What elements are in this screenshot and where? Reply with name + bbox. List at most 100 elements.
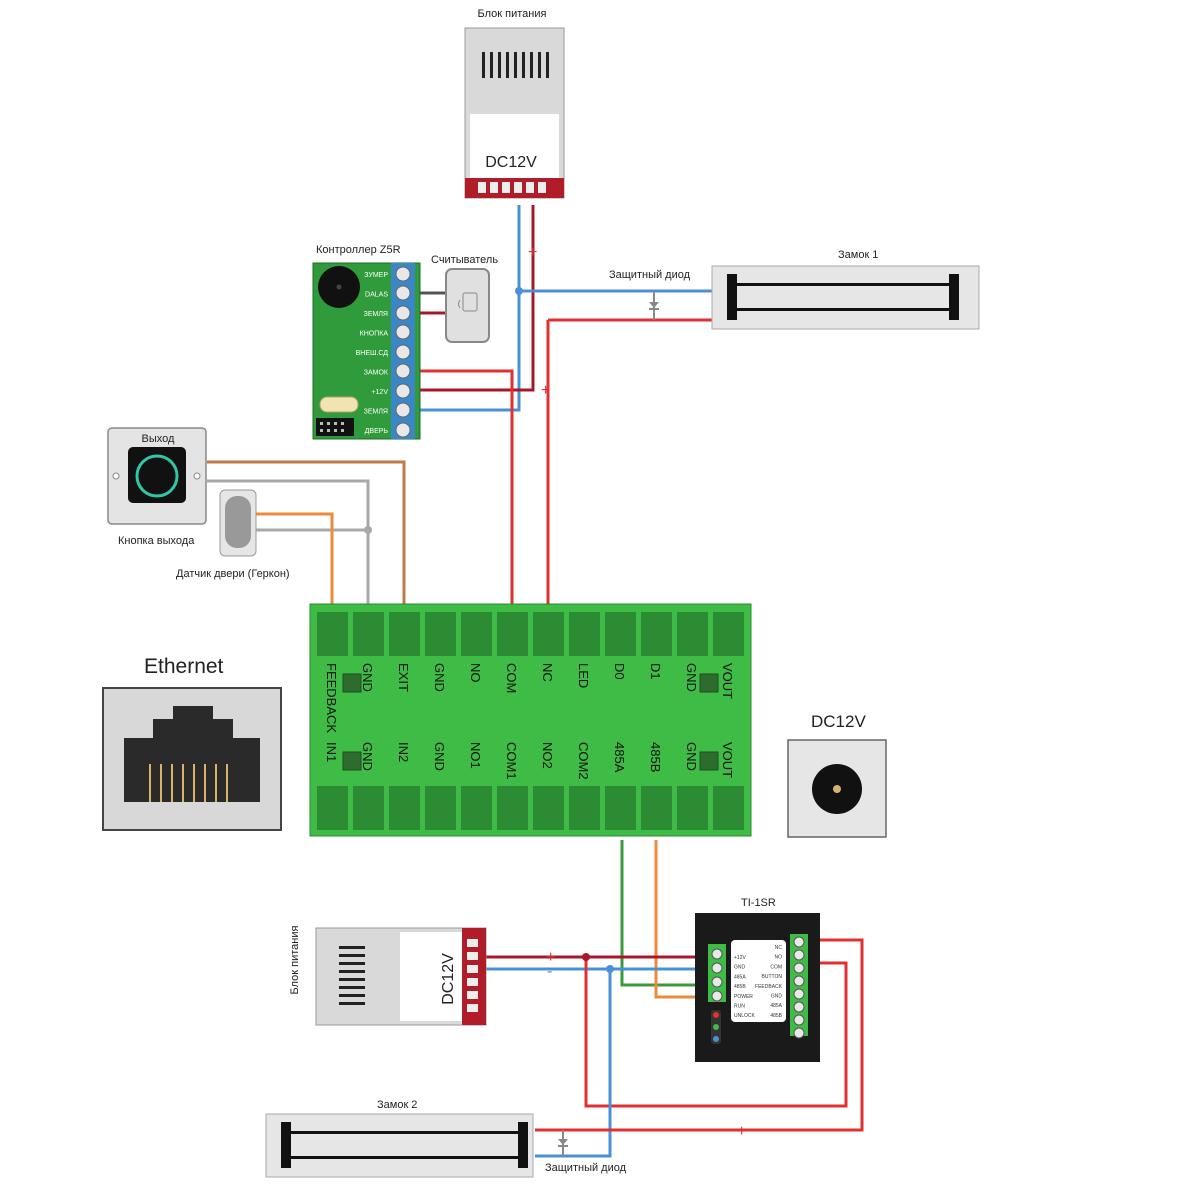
- main-board: FEEDBACKIN1GNDGNDEXITIN2GNDGNDNONO1COMCO…: [309, 603, 752, 837]
- ethernet-title: Ethernet: [144, 655, 224, 678]
- controller-terminal-label: ЗЕМЛЯ: [364, 311, 388, 318]
- psu-bottom-voltage: DC12V: [440, 953, 457, 1005]
- terminal-block-top: [389, 612, 420, 656]
- polarity-marks: + - + + - + -: [528, 244, 746, 1165]
- board-terminal-blocks: [317, 612, 744, 830]
- wires: [207, 205, 864, 1158]
- ti-1sr-module: TI-1SR +12VGND485A485BPOWERRUNUNLOCKNCNO…: [695, 897, 820, 1062]
- ti-right-label: FEEDBACK: [755, 984, 783, 990]
- terminal-block-bottom: [677, 786, 708, 830]
- terminal-block-top: [569, 612, 600, 656]
- psu-bottom-title: Блок питания: [289, 925, 301, 994]
- ti-right-label: BUTTON: [762, 974, 783, 980]
- board-bottom-label: GND: [360, 742, 375, 771]
- dc-jack-title: DC12V: [811, 712, 866, 731]
- controller-terminal-label: КНОПКА: [360, 331, 389, 338]
- board-top-label: EXIT: [396, 663, 411, 692]
- controller-terminal-label: ЗЕМЛЯ: [364, 409, 388, 416]
- exit-button-title: Кнопка выхода: [118, 535, 195, 547]
- reader-icon: [462, 292, 478, 312]
- ti-right-label: NC: [775, 945, 783, 951]
- board-bottom-label: IN2: [396, 742, 411, 762]
- wire-ti-lock2: [535, 938, 864, 1132]
- controller-terminal-label: ЗУМЕР: [364, 272, 388, 279]
- junction-dot: [582, 953, 590, 961]
- terminal-screws: [395, 266, 411, 438]
- controller-terminal-label: +12V: [371, 389, 388, 396]
- terminal-block-top: [605, 612, 636, 656]
- board-top-label: D1: [648, 663, 663, 680]
- exit-button-ring: [135, 454, 179, 498]
- ti-left-label: 485A: [734, 974, 746, 980]
- terminal-block-top: [641, 612, 672, 656]
- reader-title: Считыватель: [431, 254, 498, 266]
- ti-left-label: RUN: [734, 1004, 745, 1010]
- terminal-block-bottom: [317, 786, 348, 830]
- wire-controller-lock: [420, 369, 514, 604]
- ti-left-label: UNLOCK: [734, 1013, 756, 1019]
- crystal: [319, 396, 359, 413]
- controller-z5r: Контроллер Z5R ЗУМЕРDALASЗЕМЛЯКНОПКАВНЕШ…: [312, 244, 421, 440]
- led-red: [713, 1012, 719, 1018]
- minus-mark: -: [609, 283, 614, 300]
- pin-header: [316, 418, 354, 436]
- ti-left-label: POWER: [734, 994, 753, 1000]
- board-bottom-label: 485A: [612, 742, 627, 773]
- board-bottom-label: COM1: [504, 742, 519, 780]
- ti-left-label: GND: [734, 965, 746, 971]
- ti-right-label: 485B: [770, 1013, 782, 1019]
- terminal-block-bottom: [497, 786, 528, 830]
- diode-top: Защитный диод: [609, 269, 691, 320]
- board-top-label: D0: [612, 663, 627, 680]
- minus-mark: -: [577, 1148, 582, 1165]
- board-top-label: FEEDBACK: [324, 663, 339, 733]
- terminal-block-bottom: [425, 786, 456, 830]
- terminal-block-bottom: [533, 786, 564, 830]
- plus-mark: +: [541, 382, 550, 399]
- wire-exit-brown: [207, 460, 406, 604]
- lock-1: Замок 1: [711, 249, 980, 330]
- board-top-label: GND: [432, 663, 447, 692]
- terminal-block-top: [425, 612, 456, 656]
- board-bottom-label: IN1: [324, 742, 339, 762]
- diode-top-label: Защитный диод: [609, 269, 691, 281]
- led-green: [713, 1024, 719, 1030]
- wire-exit-gray: [207, 479, 370, 604]
- board-bottom-label: 485B: [648, 742, 663, 772]
- lock2-title: Замок 2: [377, 1099, 417, 1111]
- board-leds: [342, 673, 719, 771]
- ti-left-label: 485B: [734, 984, 746, 990]
- terminal-block-top: [533, 612, 564, 656]
- plus-mark: +: [528, 244, 537, 261]
- exit-button: Выход Кнопка выхода: [107, 427, 207, 547]
- ti-labels: +12VGND485A485BPOWERRUNUNLOCKNCNOCOMBUTT…: [734, 945, 783, 1019]
- dc-jack: DC12V: [787, 712, 887, 838]
- plus-mark: +: [546, 949, 555, 966]
- terminal-block-top: [461, 612, 492, 656]
- ti-right-label: 485A: [770, 1003, 782, 1009]
- terminal-block-top: [317, 612, 348, 656]
- terminal-block-bottom: [569, 786, 600, 830]
- board-top-label: LED: [576, 663, 591, 688]
- board-labels: FEEDBACKIN1GNDGNDEXITIN2GNDGNDNONO1COMCO…: [324, 663, 735, 780]
- psu-top-vents: [482, 52, 549, 78]
- controller-terminal-label: ДВЕРЬ: [365, 428, 389, 435]
- board-top-label: NC: [540, 663, 555, 682]
- door-sensor: Датчик двери (Геркон): [176, 489, 290, 580]
- terminal-block-top: [497, 612, 528, 656]
- board-bottom-label: VOUT: [720, 742, 735, 778]
- led-blue: [713, 1036, 719, 1042]
- exit-panel-caption: Выход: [142, 433, 175, 445]
- lock-2: Замок 2: [265, 1099, 534, 1178]
- board-bottom-label: COM2: [576, 742, 591, 780]
- ti-left-label: +12V: [734, 955, 746, 961]
- wire-psu2-plus-down: [584, 957, 848, 1108]
- wire-psu-minus: [420, 205, 521, 412]
- junction-dot: [364, 526, 372, 534]
- diode-bottom-label: Защитный диод: [545, 1162, 627, 1174]
- terminal-block-bottom: [605, 786, 636, 830]
- controller-terminal-labels: ЗУМЕРDALASЗЕМЛЯКНОПКАВНЕШ.СДЗАМОК+12VЗЕМ…: [356, 272, 389, 435]
- junction-dot: [515, 287, 523, 295]
- junction-dots: [364, 287, 614, 973]
